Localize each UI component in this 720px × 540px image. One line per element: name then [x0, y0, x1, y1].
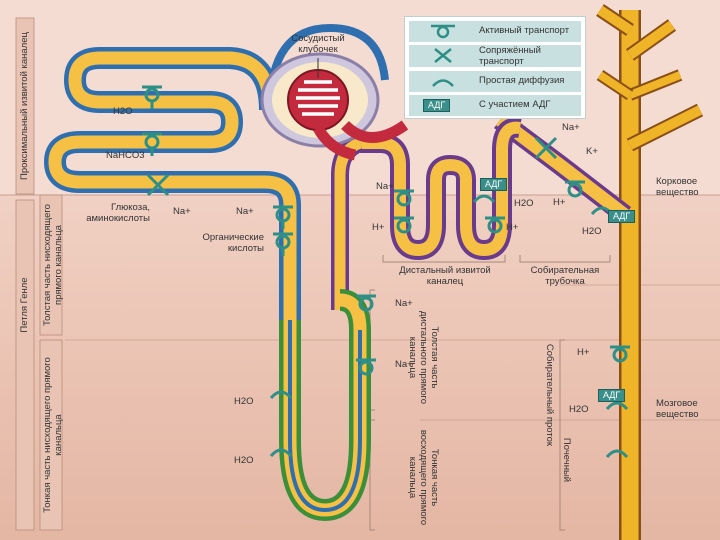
cortex-label: Корковое вещество: [656, 176, 716, 198]
legend-coupled-label: Сопряжённый транспорт: [479, 45, 579, 67]
left-label-pct: Проксимальный извитой каналец: [19, 20, 30, 192]
medulla-label: Мозговое вещество: [656, 398, 716, 420]
h2o-dct-label: H2O: [514, 198, 534, 209]
legend-row-diffusion: Простая диффузия: [409, 71, 581, 92]
h-cd-label: H+: [553, 197, 565, 208]
h-dct2-label: H+: [506, 222, 518, 233]
h2o-duct-label: H2O: [569, 404, 589, 415]
adh-duct-tag: АДГ: [598, 389, 625, 402]
coupled-transport-icon: [417, 47, 469, 64]
h2o-top-label: H2O: [113, 106, 133, 117]
h-duct-label: H+: [577, 347, 589, 358]
h-dct-label: H+: [372, 222, 384, 233]
left-label-thin: Тонкая часть нисходящего прямого канальц…: [42, 345, 64, 525]
thick-ascending-label: Толстая часть дистального прямого каналь…: [407, 305, 440, 410]
organic-acids-label: Органические кислоты: [186, 232, 264, 254]
active-transport-icon: [417, 23, 469, 40]
h2o-cd-label: H2O: [582, 226, 602, 237]
na-cd-label: Na+: [562, 122, 580, 133]
duct-label: Собирательный проток: [544, 340, 555, 450]
na-dct-label: Na+: [376, 181, 394, 192]
duct-label-2: Почечный: [561, 430, 572, 490]
loop-henle-label: Петля Генле: [19, 245, 30, 365]
diffusion-icon: [474, 196, 494, 202]
na-label-2: Na+: [236, 206, 254, 217]
nahco3-label: NaHCO3: [106, 150, 145, 161]
left-label-thick: Толстая часть нисходящего прямого каналь…: [42, 200, 64, 330]
adh-tag: АДГ: [423, 99, 450, 112]
glomerulus-label: Сосудистый клубочек: [278, 33, 358, 55]
na-label-1: Na+: [173, 206, 191, 217]
adh-dct-tag: АДГ: [480, 178, 507, 191]
adh-cd-tag: АДГ: [608, 210, 635, 223]
legend-adh-label: С участием АДГ: [479, 99, 551, 110]
cd-bracket: [520, 255, 610, 262]
diffusion-icon: [417, 73, 469, 90]
legend-active-label: Активный транспорт: [479, 25, 569, 36]
loop-of-henle: [290, 300, 360, 510]
collecting-tubule-label: Собирательная трубочка: [515, 265, 615, 287]
legend-row-coupled: Сопряжённый транспорт: [409, 45, 581, 67]
thin-ascending-label: Тонкая часть восходящего прямого канальц…: [407, 425, 440, 530]
legend: Активный транспорт Сопряжённый транспорт…: [404, 16, 586, 119]
k-cd-label: K+: [586, 146, 598, 157]
legend-diffusion-label: Простая диффузия: [479, 75, 564, 86]
legend-row-adh: АДГ С участием АДГ: [409, 95, 581, 116]
dct-name-label: Дистальный извитой каналец: [395, 265, 495, 287]
legend-row-active: Активный транспорт: [409, 21, 581, 42]
glucose-label: Глюкоза, аминокислоты: [70, 202, 150, 224]
h2o-thin-label-2: H2O: [234, 455, 254, 466]
h2o-thin-label-1: H2O: [234, 396, 254, 407]
